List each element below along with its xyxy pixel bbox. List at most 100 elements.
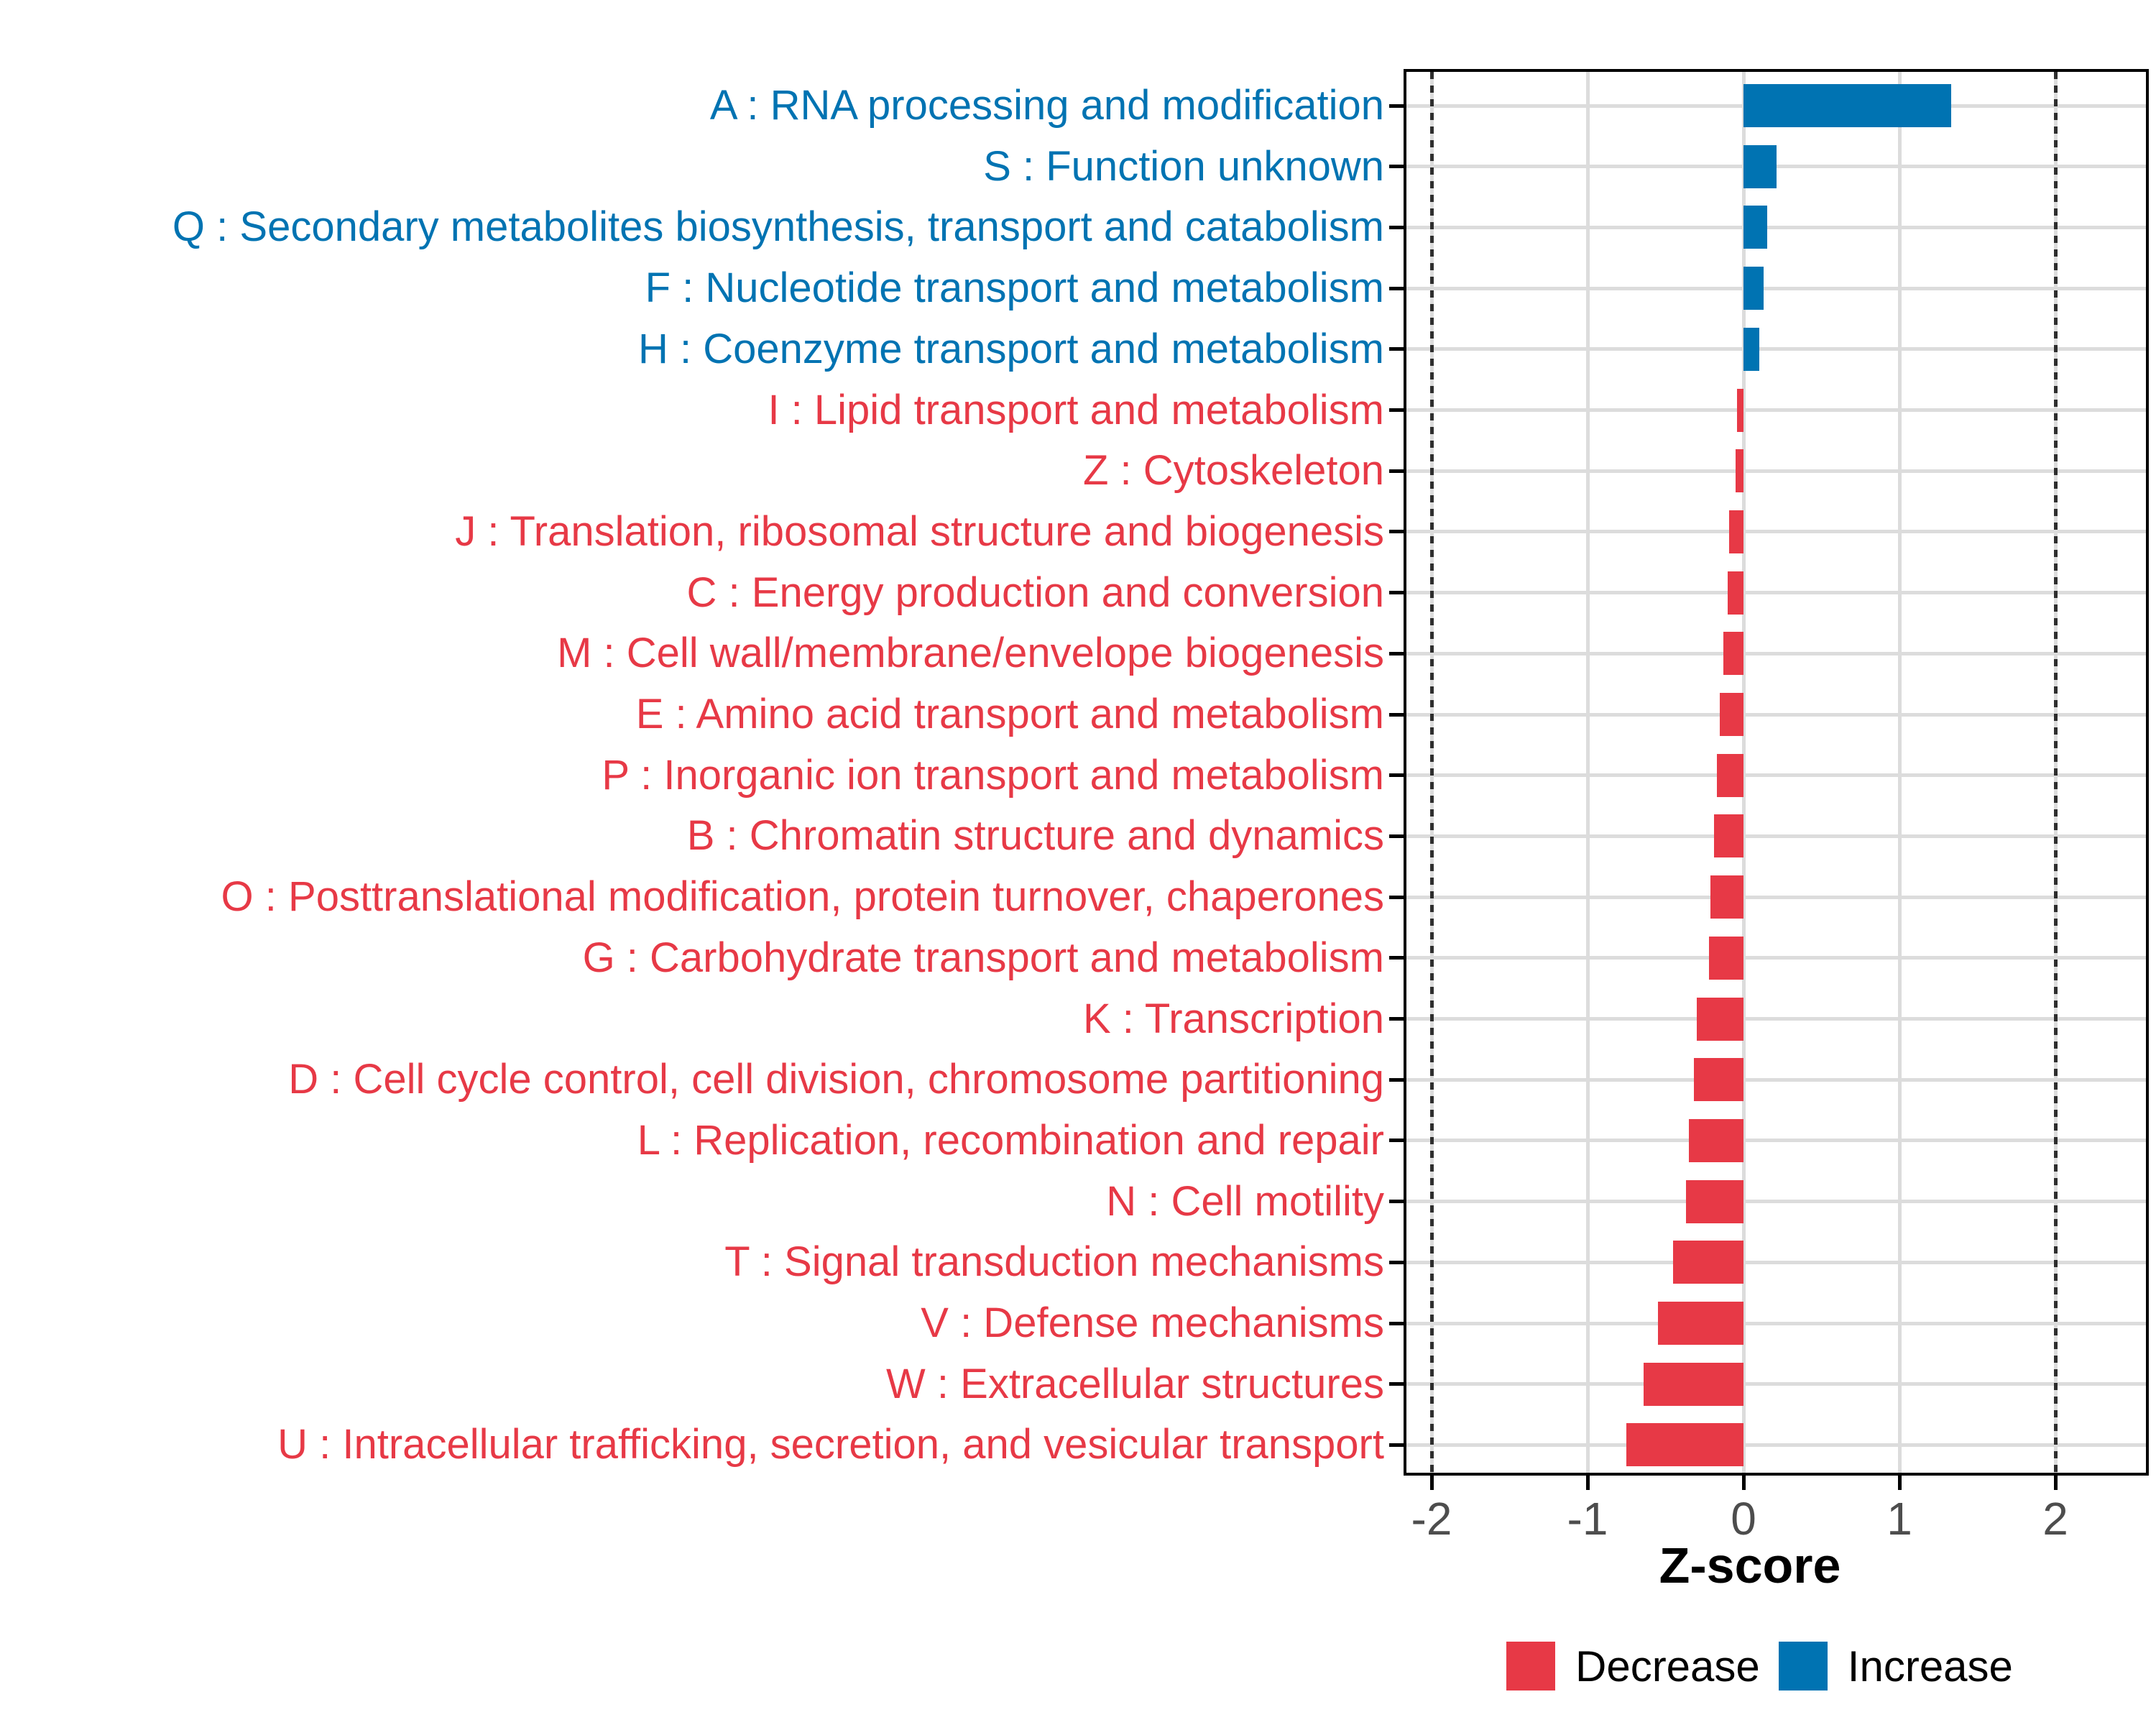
category-label-N: N : Cell motility (1106, 1177, 1384, 1225)
category-label-W: W : Extracellular structures (886, 1360, 1384, 1407)
bar-H (1743, 327, 1759, 371)
horizontal-gridline (1406, 591, 2146, 595)
category-label-I: I : Lipid transport and metabolism (768, 386, 1384, 433)
bar-C (1728, 571, 1743, 615)
legend-label-decrease: Decrease (1575, 1642, 1760, 1690)
horizontal-gridline (1406, 1382, 2146, 1386)
y-tick-mark (1389, 773, 1406, 778)
bar-J (1729, 510, 1743, 553)
legend-key-increase-swatch (1778, 1642, 1828, 1690)
y-tick-mark (1389, 712, 1406, 717)
bar-F (1743, 267, 1764, 310)
x-tick-mark (1741, 1476, 1746, 1490)
y-tick-mark (1389, 347, 1406, 351)
category-label-Q: Q : Secondary metabolites biosynthesis, … (172, 203, 1384, 251)
vertical-gridline (1897, 72, 1902, 1473)
bar-O (1710, 875, 1743, 919)
horizontal-gridline (1406, 408, 2146, 412)
legend-label-increase: Increase (1847, 1642, 2013, 1690)
x-tick-label: 0 (1731, 1493, 1756, 1545)
bar-W (1644, 1362, 1743, 1406)
category-label-L: L : Replication, recombination and repai… (637, 1116, 1384, 1164)
category-label-J: J : Translation, ribosomal structure and… (455, 507, 1384, 555)
x-tick-label: -2 (1411, 1493, 1452, 1545)
x-tick-label: 1 (1886, 1493, 1912, 1545)
vertical-gridline (1741, 72, 1746, 1473)
horizontal-gridline (1406, 1017, 2146, 1021)
category-label-F: F : Nucleotide transport and metabolism (645, 264, 1384, 312)
y-tick-mark (1389, 1443, 1406, 1447)
x-tick-mark (1585, 1476, 1590, 1490)
horizontal-gridline (1406, 895, 2146, 899)
horizontal-gridline (1406, 469, 2146, 473)
legend-key-decrease-swatch (1506, 1642, 1555, 1690)
dotted-reference-line (2053, 72, 2058, 1473)
bar-U (1626, 1423, 1743, 1467)
y-tick-mark (1389, 165, 1406, 169)
horizontal-gridline (1406, 1138, 2146, 1143)
y-tick-mark (1389, 1077, 1406, 1082)
bar-L (1689, 1118, 1743, 1162)
horizontal-gridline (1406, 1443, 2146, 1447)
y-tick-mark (1389, 286, 1406, 290)
y-tick-mark (1389, 1260, 1406, 1264)
category-label-E: E : Amino acid transport and metabolism (635, 691, 1384, 737)
category-label-S: S : Function unknown (983, 142, 1384, 190)
bar-B (1713, 814, 1743, 858)
horizontal-gridline (1406, 834, 2146, 838)
y-tick-mark (1389, 104, 1406, 108)
plot-panel (1404, 69, 2149, 1476)
bar-I (1737, 388, 1743, 432)
category-label-B: B : Chromatin structure and dynamics (686, 812, 1384, 860)
legend: Decrease Increase (1506, 1640, 2013, 1692)
horizontal-gridline (1406, 1200, 2146, 1204)
horizontal-gridline (1406, 225, 2146, 229)
y-tick-mark (1389, 469, 1406, 473)
bar-S (1743, 144, 1777, 188)
x-tick-mark (1897, 1476, 1902, 1490)
bar-P (1717, 753, 1743, 797)
category-label-M: M : Cell wall/membrane/envelope biogenes… (557, 630, 1384, 677)
category-label-V: V : Defense mechanisms (921, 1300, 1384, 1346)
category-label-Z: Z : Cytoskeleton (1082, 447, 1384, 494)
horizontal-gridline (1406, 651, 2146, 656)
bar-A (1743, 84, 1951, 127)
bar-N (1685, 1179, 1743, 1223)
x-axis-title: Z-score (1659, 1537, 1841, 1593)
horizontal-gridline (1406, 773, 2146, 778)
bar-T (1673, 1241, 1743, 1284)
y-tick-mark (1389, 1321, 1406, 1325)
y-tick-mark (1389, 1017, 1406, 1021)
category-label-K: K : Transcription (1082, 995, 1384, 1042)
horizontal-gridline (1406, 956, 2146, 960)
bar-M (1723, 632, 1743, 676)
bar-G (1709, 936, 1743, 980)
y-tick-mark (1389, 408, 1406, 412)
y-tick-mark (1389, 530, 1406, 534)
bar-Z (1736, 449, 1743, 493)
y-tick-mark (1389, 225, 1406, 229)
y-tick-mark (1389, 651, 1406, 656)
x-tick-label: -1 (1567, 1493, 1608, 1545)
category-label-H: H : Coenzyme transport and metabolism (638, 325, 1384, 372)
category-label-U: U : Intracellular trafficking, secretion… (277, 1421, 1384, 1468)
horizontal-gridline (1406, 347, 2146, 351)
y-tick-mark (1389, 895, 1406, 899)
y-tick-mark (1389, 1138, 1406, 1143)
y-tick-mark (1389, 1200, 1406, 1204)
horizontal-gridline (1406, 712, 2146, 717)
category-label-C: C : Energy production and conversion (686, 569, 1384, 616)
category-label-O: O : Posttranslational modification, prot… (221, 873, 1384, 921)
horizontal-gridline (1406, 1260, 2146, 1264)
bar-Q (1743, 206, 1767, 249)
bar-V (1657, 1302, 1743, 1345)
vertical-gridline (1585, 72, 1590, 1473)
y-tick-mark (1389, 956, 1406, 960)
horizontal-gridline (1406, 1321, 2146, 1325)
y-tick-mark (1389, 1382, 1406, 1386)
horizontal-gridline (1406, 286, 2146, 290)
category-label-G: G : Carbohydrate transport and metabolis… (582, 934, 1384, 981)
bar-E (1720, 693, 1743, 736)
x-tick-mark (2053, 1476, 2058, 1490)
